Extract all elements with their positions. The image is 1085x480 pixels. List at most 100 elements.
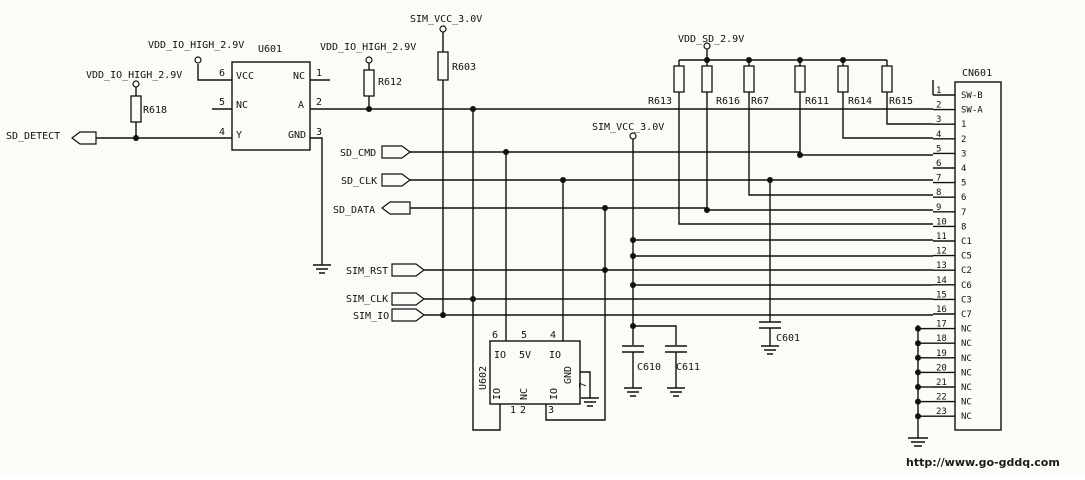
r615-label: R615	[889, 96, 913, 107]
cn601-pin-15-name: C3	[961, 295, 972, 305]
u601-gnd-wire	[310, 137, 323, 265]
cn601-pin-18-num: 18	[936, 334, 947, 344]
u602-ref: U602	[478, 366, 489, 390]
u601-ground-symbol	[313, 264, 331, 274]
r613-label: R613	[648, 96, 672, 107]
r67-label: R67	[751, 96, 769, 107]
u601-vcc-wire	[197, 64, 232, 81]
u602-pin-2-name: NC	[519, 388, 530, 400]
cn601-ref: CN601	[962, 68, 992, 79]
cn601-pin-18-name: NC	[961, 339, 972, 349]
cn601-pin-10-num: 10	[936, 217, 947, 227]
cn601-pin-3-name: 1	[961, 120, 966, 130]
sd-detect-net: SD_DETECT	[6, 131, 232, 145]
cn601-pin-2-name: SW-A	[961, 106, 983, 116]
cn601-pin-7-name: 5	[961, 179, 966, 189]
u602-pin-1-name: IO	[492, 388, 503, 400]
cn601-pin-5-num: 5	[936, 144, 941, 154]
u601-pin-a-name: A	[298, 100, 304, 111]
c601-capacitor: C601	[759, 180, 800, 355]
cn601-pin-2-num: 2	[936, 101, 941, 111]
sd-detect-label: SD_DETECT	[6, 131, 60, 142]
cn601-pin-20-num: 20	[936, 363, 947, 373]
u601-pin-y-name: Y	[236, 130, 242, 141]
cn601-pin-8-num: 8	[936, 188, 941, 198]
cn601-pin-14-num: 14	[936, 276, 947, 286]
c601-label: C601	[776, 333, 800, 344]
u601-body	[231, 61, 311, 151]
power-tag-u601: VDD_IO_HIGH_2.9V	[148, 40, 244, 64]
sd-clk-net: SD_CLK	[341, 173, 933, 187]
cn601-pin-9-name: 7	[961, 208, 966, 218]
c611-capacitor: C611	[665, 345, 700, 397]
vdd-sd-bank: VDD_SD_2.9V R613 R616 R67 R611 R614 R615	[648, 34, 933, 225]
cn601-pin-13-num: 13	[936, 261, 947, 271]
u601-pin-nc-left-name: NC	[236, 100, 248, 111]
cn601-pin-19-name: NC	[961, 354, 972, 364]
cn601-pin-9-num: 9	[936, 203, 941, 213]
cn601-ground-bus	[908, 325, 933, 447]
u602-pin-3-num: 3	[548, 405, 554, 416]
cn601-pin-6-name: 4	[961, 164, 966, 174]
r67-to-pin8	[748, 92, 933, 196]
u602-pin-2-num: 2	[520, 405, 526, 416]
junction-dot	[915, 413, 921, 420]
r603-label: R603	[452, 62, 476, 73]
cn601-pin-12-num: 12	[936, 247, 947, 257]
cn601-pin-23-name: NC	[961, 412, 972, 422]
u601-pin-vcc-name: VCC	[236, 71, 254, 82]
u601-pin-nc-right-name: NC	[293, 71, 305, 82]
u602-pin-5-name: 5V	[519, 350, 531, 361]
u602-pin-5-num: 5	[521, 330, 527, 341]
u602-pin-7-num: 7	[578, 382, 589, 388]
junction-dot	[915, 384, 921, 390]
junction-dot	[915, 369, 921, 376]
cn601-pin-11-num: 11	[936, 232, 947, 242]
sim-clk-net: SIM_CLK	[346, 292, 933, 306]
cn601-pin-6-num: 6	[936, 159, 941, 169]
sim-rst-port	[391, 263, 425, 277]
cn601-pin-7-num: 7	[936, 174, 941, 184]
cn601-pin-13-name: C2	[961, 266, 972, 276]
sd-data-net: SD_DATA	[333, 201, 933, 216]
cn601-pin-23-num: 23	[936, 407, 947, 417]
cn601-pin-4-name: 2	[961, 135, 966, 145]
cn601-pin-20-name: NC	[961, 368, 972, 378]
sim-vcc-mid-label: SIM_VCC_3.0V	[592, 122, 664, 133]
cn601-body	[954, 81, 1002, 431]
sim-rst-net: SIM_RST	[346, 263, 933, 277]
sd-cmd-label: SD_CMD	[340, 148, 376, 159]
u601-pin-4-num: 4	[219, 127, 225, 138]
r612-label: R612	[378, 77, 402, 88]
junction-dot	[915, 340, 921, 347]
u602-pin3-wire	[545, 208, 606, 421]
cn601-pin-19-num: 19	[936, 349, 947, 359]
r614-label: R614	[848, 96, 872, 107]
sim-io-label: SIM_IO	[353, 311, 389, 322]
cn601-pin-15-num: 15	[936, 290, 947, 300]
r618-power-label: VDD_IO_HIGH_2.9V	[86, 70, 182, 81]
cn601-pin-22-name: NC	[961, 398, 972, 408]
cn601-pin-22-num: 22	[936, 393, 947, 403]
cn601-pin-10-name: 8	[961, 222, 966, 232]
r615-to-pin3	[886, 92, 933, 125]
u602-ground-symbol	[581, 397, 599, 407]
u601-pin-1-num: 1	[316, 68, 322, 79]
u601-pin-3-num: 3	[316, 127, 322, 138]
r612-power-label: VDD_IO_HIGH_2.9V	[320, 42, 416, 53]
u602-component: U602 6 5 4 IO 5V IO IO NC IO GND 1 2 3 7	[472, 109, 606, 431]
c610-label: C610	[637, 362, 661, 373]
cn601-ground-symbol	[908, 437, 928, 447]
cn601-pin-14-name: C6	[961, 281, 972, 291]
junction-dot	[915, 398, 921, 405]
sim-clk-label: SIM_CLK	[346, 294, 388, 305]
cn601-pin-5-name: 3	[961, 149, 966, 159]
vdd-sd-label: VDD_SD_2.9V	[678, 34, 744, 45]
u602-pin-4-num: 4	[550, 330, 556, 341]
u601-component: U601 VCC NC Y NC A GND 6 5 4 1 2 3	[197, 44, 331, 274]
r603-power-label: SIM_VCC_3.0V	[410, 14, 482, 25]
r614-to-pin4	[842, 92, 933, 139]
sim-vcc-node: SIM_VCC_3.0V	[592, 122, 933, 345]
